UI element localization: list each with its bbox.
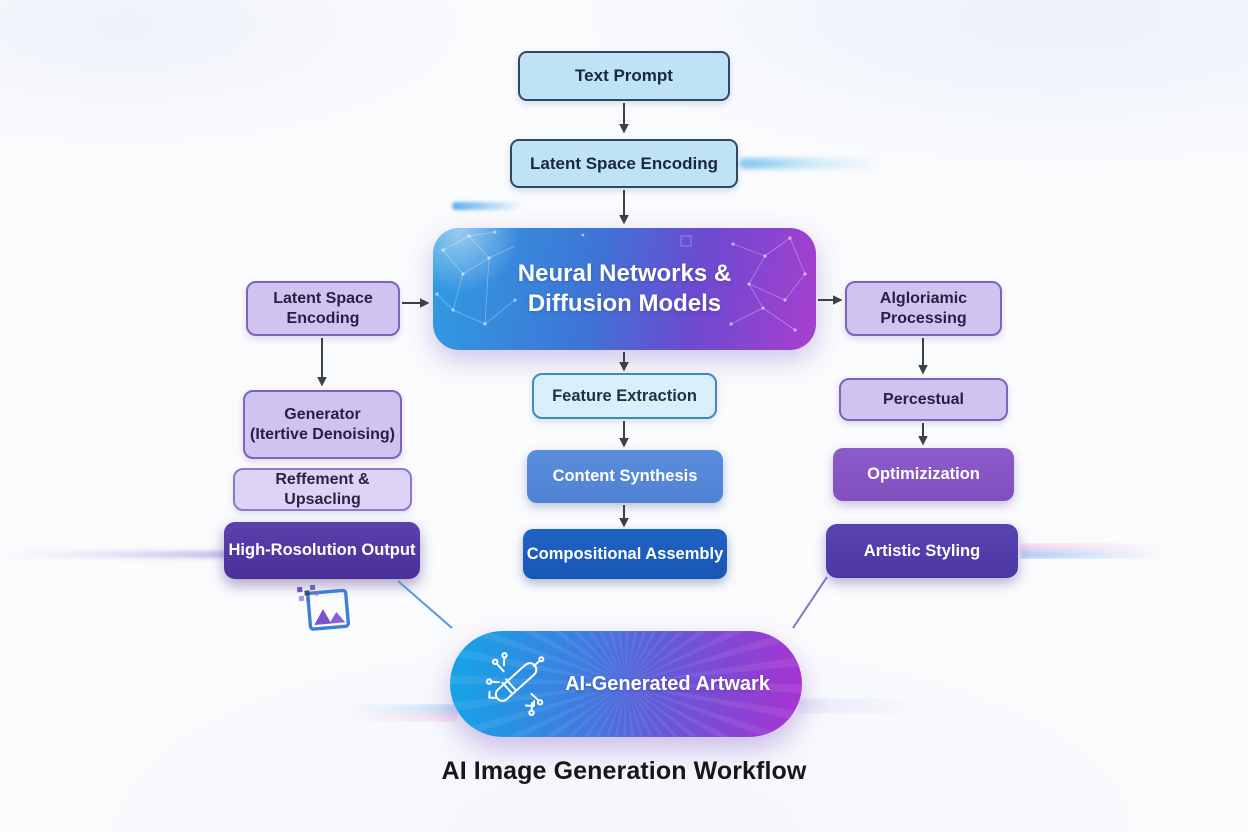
constellation-pattern bbox=[435, 230, 807, 332]
arrow-text-prompt-to-latent bbox=[619, 103, 629, 134]
arrow-latent-left-to-generator bbox=[317, 338, 327, 387]
node-generator-iterative-denoising: Generator (Itertive Denoising) bbox=[243, 390, 402, 459]
node-content-synthesis: Content Synthesis bbox=[527, 450, 723, 503]
streak-hero-left bbox=[452, 202, 522, 210]
node-latent-space-encoding-left: Latent Space Encoding bbox=[246, 281, 400, 336]
node-algorithmic-processing: Algloriamic Processing bbox=[845, 281, 1002, 336]
node-artistic-styling: Artistic Styling bbox=[826, 524, 1018, 578]
node-label-line1: Algloriamic bbox=[879, 289, 968, 307]
node-label-line2: Diffusion Models bbox=[527, 290, 722, 317]
arrow-perceptual-to-optimization bbox=[918, 423, 928, 446]
node-label-line1: Neural Networks & bbox=[517, 260, 732, 287]
node-label: Optimizization bbox=[867, 465, 980, 484]
node-text-prompt: Text Prompt bbox=[518, 51, 730, 101]
node-optimization: Optimizization bbox=[833, 448, 1014, 501]
arrow-latent-to-neural bbox=[619, 190, 629, 225]
node-label: Artistic Styling bbox=[863, 541, 981, 560]
diagram-title: AI Image Generation Workflow bbox=[441, 757, 807, 785]
node-label-line2: (Itertive Denoising) bbox=[250, 425, 395, 443]
arrow-feature-to-content bbox=[619, 421, 629, 448]
arrow-content-to-compositional bbox=[619, 505, 629, 528]
node-label: Content Synthesis bbox=[552, 467, 698, 486]
arrow-latent-left-to-neural bbox=[402, 298, 430, 308]
node-label: Percestual bbox=[883, 390, 964, 408]
node-label: Latent Space Encoding bbox=[530, 153, 718, 173]
arrow-neural-to-algorithmic bbox=[818, 295, 843, 305]
node-high-resolution-output: High-Rosolution Output bbox=[224, 522, 420, 579]
node-label: High-Rosolution Output bbox=[228, 541, 416, 560]
node-label-line1: Generator bbox=[284, 405, 361, 423]
streak-left-edge bbox=[0, 551, 228, 558]
node-label: Feature Extraction bbox=[552, 386, 697, 405]
node-latent-space-encoding-top: Latent Space Encoding bbox=[510, 139, 738, 188]
arrow-neural-to-feature bbox=[619, 352, 629, 372]
streak-pill-left bbox=[348, 704, 458, 722]
node-refinement-upscaling: Reffement & Upsacling bbox=[233, 468, 412, 511]
streak-top-right bbox=[740, 158, 885, 169]
node-feature-extraction: Feature Extraction bbox=[532, 373, 717, 419]
node-ai-generated-artwork: AI-Generated Artwark bbox=[450, 631, 802, 737]
node-label-line2: Encoding bbox=[286, 309, 360, 327]
pen-circuit-icon bbox=[482, 650, 550, 718]
node-compositional-assembly: Compositional Assembly bbox=[523, 529, 727, 579]
streak-pill-right bbox=[798, 698, 918, 714]
node-perceptual: Percestual bbox=[839, 378, 1008, 421]
node-label: Compositional Assembly bbox=[526, 544, 724, 563]
pixel-image-icon bbox=[296, 582, 354, 634]
connector-styling-to-artwork bbox=[792, 576, 828, 629]
connector-output-to-artwork bbox=[397, 580, 453, 629]
arrow-algorithmic-to-perceptual bbox=[918, 338, 928, 375]
node-label-line1: Latent Space bbox=[273, 289, 373, 307]
streak-artistic-right bbox=[1020, 543, 1160, 559]
pill-rays bbox=[450, 631, 802, 737]
node-label-line2: Processing bbox=[880, 309, 967, 327]
node-label: Text Prompt bbox=[575, 66, 673, 86]
node-neural-networks-diffusion-models: Neural Networks & Diffusion Models bbox=[433, 228, 816, 350]
node-label: Reffement & Upsacling bbox=[275, 470, 370, 508]
hero-shine bbox=[433, 228, 816, 350]
node-label: AI-Generated Artwark bbox=[565, 672, 770, 695]
